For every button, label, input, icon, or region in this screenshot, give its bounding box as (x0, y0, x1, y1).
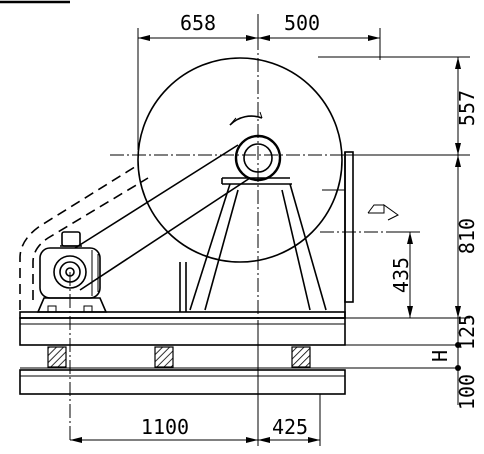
vibration-isolator-3 (291, 346, 311, 368)
vibration-isolator-2 (154, 346, 174, 368)
dimension-500: 500 (284, 11, 320, 35)
base-beam-upper (19, 317, 346, 346)
dimension-1100: 1100 (141, 415, 189, 439)
right-dimension-group: 557 810 125 H 100 435 (318, 56, 479, 410)
dimension-658: 658 (180, 11, 216, 35)
top-dimension-group: 658 500 (137, 11, 381, 150)
vibration-isolator-1 (47, 346, 67, 368)
dimension-100: 100 (455, 374, 479, 410)
dimension-125: 125 (455, 314, 479, 350)
base-frame (19, 311, 460, 395)
motor-terminal-box (61, 231, 81, 247)
dimension-425: 425 (272, 415, 308, 439)
drive-belt (74, 144, 251, 291)
dimension-435: 435 (389, 257, 413, 293)
fan-pulley (234, 134, 282, 182)
bearing-pedestal (179, 177, 327, 312)
motor (36, 231, 108, 313)
base-beam-lower (19, 369, 346, 395)
bottom-dimension-group: 1100 425 (70, 320, 321, 446)
fan-housing (137, 57, 354, 318)
dimension-557: 557 (455, 90, 479, 126)
fan-outlet-flange (344, 151, 354, 303)
belt-guard (19, 164, 149, 310)
dimension-H: H (428, 350, 452, 362)
airflow-arrow-icon (367, 204, 399, 221)
fan-scroll (137, 57, 343, 263)
dimension-810: 810 (455, 218, 479, 254)
motor-pulley (53, 255, 87, 289)
